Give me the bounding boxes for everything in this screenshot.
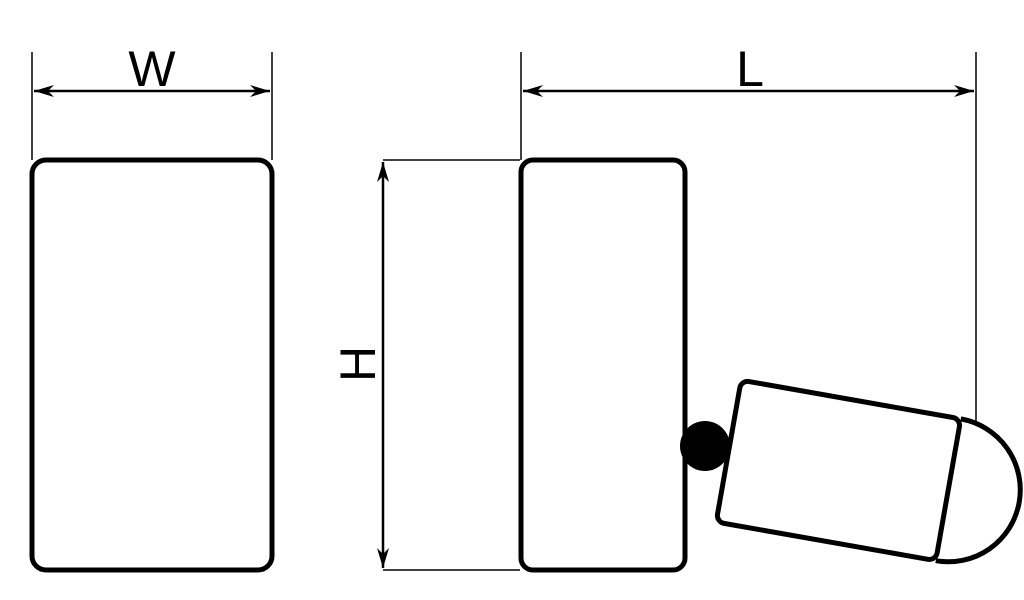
length-label: L xyxy=(736,41,764,97)
pivot-joint-icon xyxy=(680,421,730,471)
side-view: L xyxy=(518,41,1023,573)
height-dimension: H xyxy=(330,159,520,571)
front-view: W xyxy=(29,41,275,573)
front-view-body xyxy=(29,157,275,573)
side-view-body xyxy=(518,157,688,573)
head-assembly xyxy=(714,378,1023,565)
width-label: W xyxy=(128,41,176,97)
height-label: H xyxy=(330,346,386,382)
head-housing xyxy=(714,378,963,562)
